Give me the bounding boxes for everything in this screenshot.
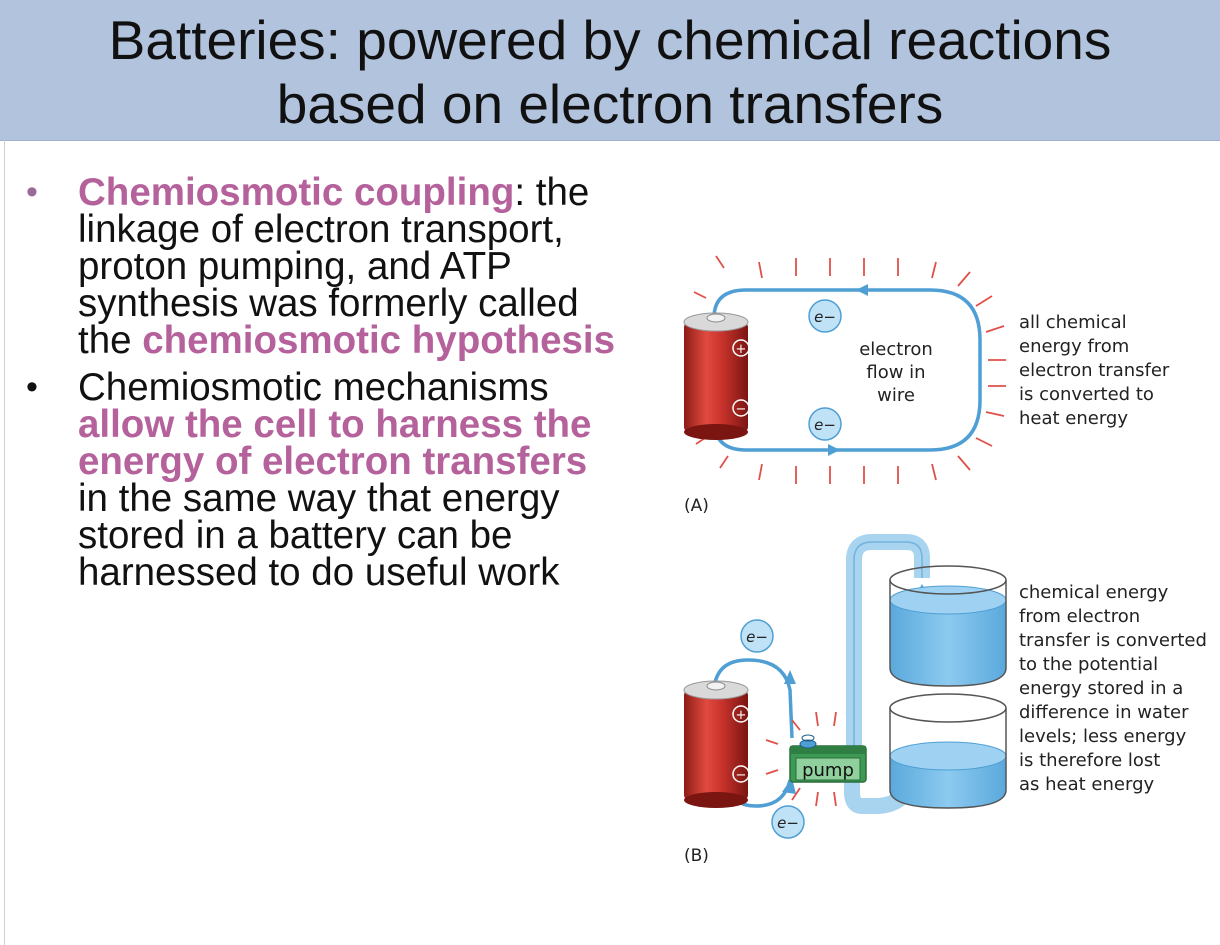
- battery-minus-label: −: [736, 402, 747, 417]
- caption-line: is converted to: [1019, 384, 1154, 405]
- panel-b-caption: chemical energy from electron transfer i…: [1019, 582, 1207, 795]
- wire-label-line: flow in: [866, 362, 925, 383]
- caption-line: difference in water: [1019, 702, 1189, 723]
- caption-line: is therefore lost: [1019, 750, 1160, 771]
- caption-line: transfer is converted: [1019, 630, 1207, 651]
- electron-badge: e−: [808, 407, 842, 441]
- bullet-dot: •: [26, 173, 38, 211]
- battery-plus-label: +: [736, 342, 747, 357]
- flow-arrow-icon: [784, 670, 796, 684]
- bullet-dot: •: [26, 368, 38, 406]
- bullet-text: in the same way that energy stored in a …: [78, 477, 560, 594]
- electron-badge: e−: [771, 805, 805, 839]
- caption-line: from electron: [1019, 606, 1140, 627]
- caption-line: all chemical: [1019, 312, 1127, 333]
- battery-b: + −: [683, 680, 750, 808]
- caption-line: chemical energy: [1019, 582, 1169, 603]
- wire-label: electron flow in wire: [859, 339, 933, 406]
- electron-label: e−: [777, 814, 799, 832]
- highlight-chemiosmotic-coupling: Chemiosmotic coupling: [78, 171, 515, 214]
- electron-label: e−: [814, 416, 836, 434]
- upper-beaker: [889, 565, 1007, 687]
- caption-line: as heat energy: [1019, 774, 1154, 795]
- caption-line: heat energy: [1019, 408, 1128, 429]
- wire-loop-a: [712, 288, 982, 452]
- flow-arrow-icon: [856, 284, 868, 296]
- heat-ticks-b: [765, 711, 837, 807]
- electron-label: e−: [746, 628, 768, 646]
- panel-a-caption: all chemical energy from electron transf…: [1019, 312, 1170, 429]
- electron-badge: e−: [740, 619, 774, 653]
- title-bar: Batteries: powered by chemical reactions…: [0, 0, 1220, 141]
- caption-line: electron transfer: [1019, 360, 1170, 381]
- bullet-item-2: • Chemiosmotic mechanisms allow the cell…: [26, 366, 626, 594]
- highlight-chemiosmotic-hypothesis: chemiosmotic hypothesis: [142, 319, 616, 362]
- caption-line: levels; less energy: [1019, 726, 1187, 747]
- pump: pump: [789, 734, 867, 783]
- panel-b-label: (B): [684, 846, 709, 866]
- panel-a-label: (A): [684, 496, 709, 516]
- slide-title-line-2: based on electron transfers: [276, 73, 944, 135]
- slide-left-border: [4, 140, 5, 945]
- electron-badge: e−: [808, 299, 842, 333]
- panel-a: + − e− e− electron flow in wire all chem…: [683, 255, 1170, 516]
- bullet-text: Chemiosmotic mechanisms: [78, 366, 549, 409]
- bullet-item-1: • Chemiosmotic coupling: the linkage of …: [26, 171, 626, 362]
- slide-title-line-1: Batteries: powered by chemical reactions: [108, 9, 1112, 71]
- wire-label-line: electron: [859, 339, 933, 360]
- caption-line: energy stored in a: [1019, 678, 1183, 699]
- highlight-harness-energy: allow the cell to harness the energy of …: [78, 403, 592, 483]
- bullet-text: : the linkage of electron transport, pro…: [78, 171, 590, 362]
- flow-arrow-icon: [828, 444, 840, 456]
- caption-line: energy from: [1019, 336, 1129, 357]
- wire-label-line: wire: [877, 385, 915, 406]
- battery-plus-label: +: [736, 708, 747, 723]
- pump-label: pump: [802, 760, 854, 781]
- panel-b: + − pump e− e− chemical energy from elec…: [683, 534, 1207, 866]
- bullet-list: • Chemiosmotic coupling: the linkage of …: [26, 171, 626, 601]
- battery-minus-label: −: [736, 768, 747, 783]
- lower-beaker: [889, 693, 1007, 809]
- caption-line: to the potential: [1019, 654, 1158, 675]
- battery-a: + −: [683, 312, 750, 440]
- electron-label: e−: [814, 308, 836, 326]
- heat-ticks-a: [693, 255, 1006, 484]
